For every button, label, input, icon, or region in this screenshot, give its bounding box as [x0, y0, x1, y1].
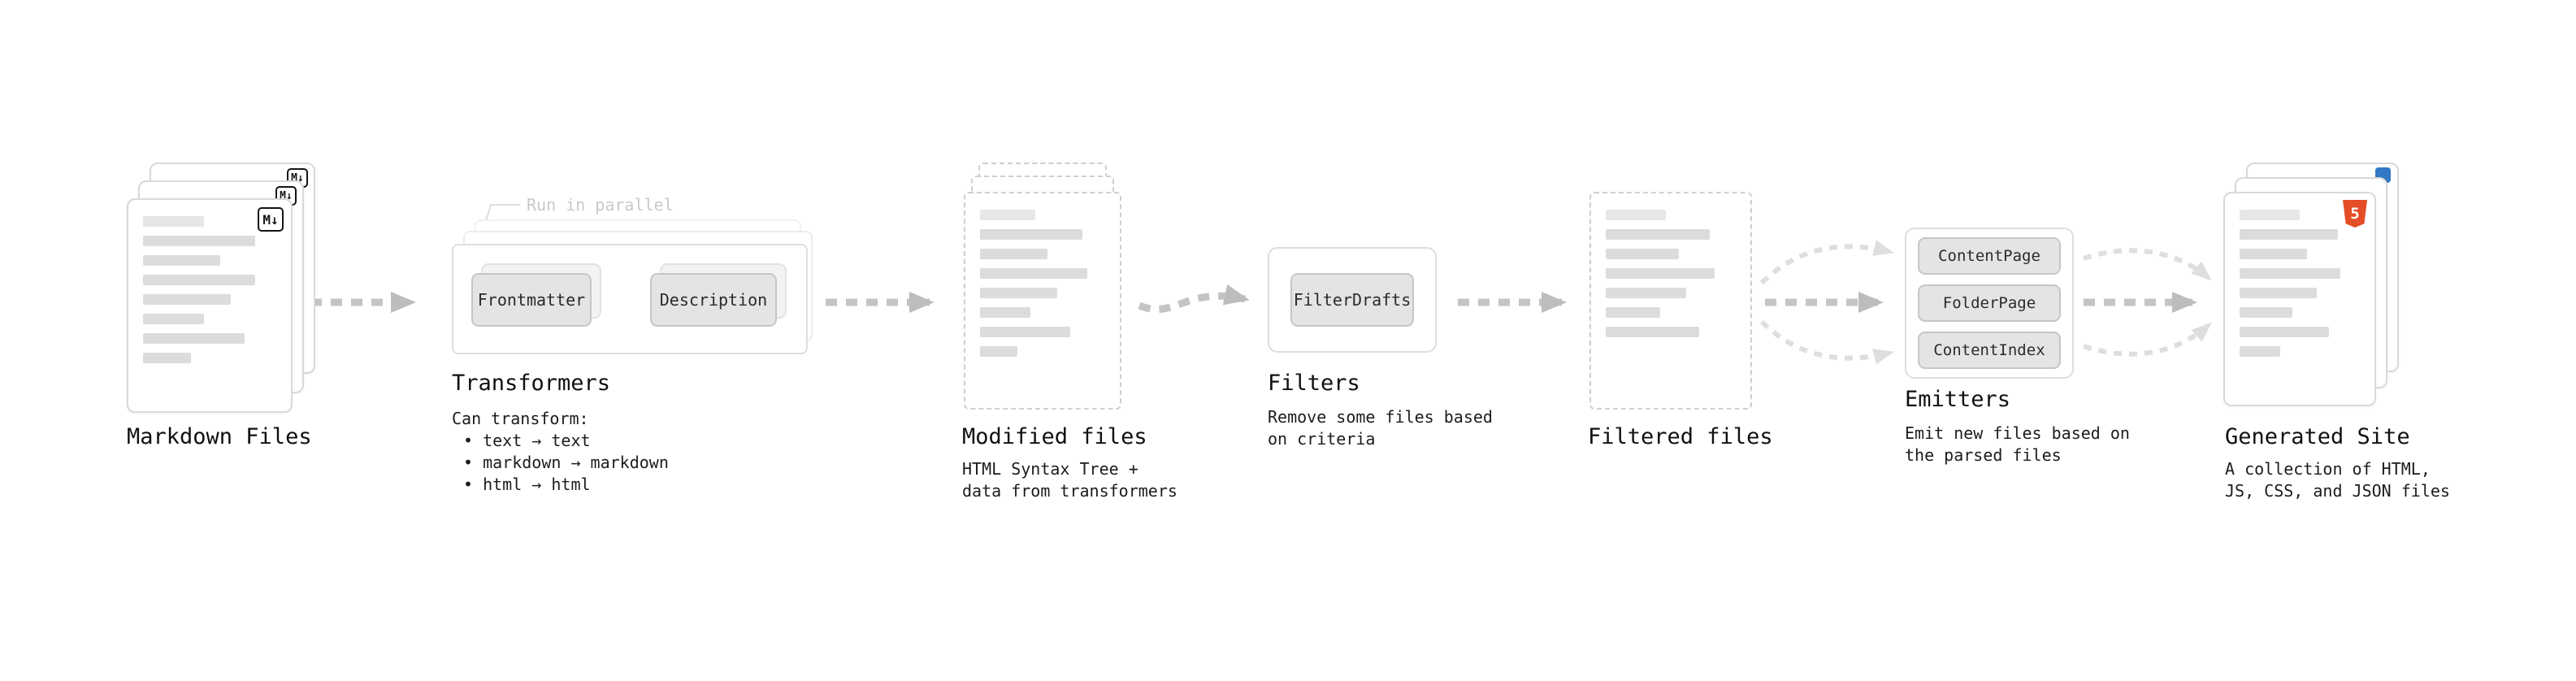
stage-label-filtered-files: Filtered files	[1588, 424, 1773, 449]
modified-files-caption: HTML Syntax Tree + data from transformer…	[962, 459, 1177, 501]
file-content-lines	[1591, 193, 1750, 354]
file-card-front: M↓	[127, 198, 293, 413]
modified-files-stack	[964, 163, 1136, 411]
dashed-file-front	[964, 192, 1121, 410]
file-line-bar	[980, 346, 1018, 357]
file-line-bar	[2240, 229, 2339, 240]
arrow-filtered-to-emitters-bottom	[1759, 319, 1894, 365]
file-line-bar	[2240, 346, 2281, 357]
file-line-bar	[980, 229, 1083, 240]
file-content-lines	[2225, 193, 2374, 373]
transformer-node-description: Description	[650, 273, 777, 327]
stage-label-modified-files: Modified files	[962, 424, 1147, 449]
file-line-bar	[980, 268, 1088, 279]
file-line-bar	[143, 255, 221, 266]
file-line-bar	[2240, 210, 2300, 220]
arrow-emitters-to-site-bottom	[2083, 322, 2212, 357]
emitter-node-contentindex: ContentIndex	[1918, 332, 2061, 369]
generated-site-caption: A collection of HTML, JS, CSS, and JSON …	[2225, 459, 2450, 501]
file-content-lines	[965, 193, 1120, 373]
generated-site-stack: 5	[2223, 163, 2400, 411]
arrow-emitters-to-site-top	[2083, 248, 2212, 281]
file-line-bar	[2240, 288, 2317, 298]
file-line-bar	[143, 216, 205, 227]
stage-label-transformers: Transformers	[452, 371, 611, 396]
stage-label-filters: Filters	[1268, 371, 1360, 396]
arrow-modified-to-filters	[1138, 284, 1250, 313]
file-line-bar	[1606, 327, 1700, 337]
file-line-bar	[2240, 307, 2293, 318]
file-line-bar	[980, 307, 1030, 318]
file-line-bar	[980, 288, 1058, 298]
markdown-files-stack: M↓ M↓ M↓	[127, 163, 317, 414]
file-line-bar	[2240, 327, 2329, 337]
file-line-bar	[1606, 268, 1715, 279]
emitter-node-folderpage: FolderPage	[1918, 284, 2061, 322]
file-line-bar	[143, 275, 255, 285]
emitter-node-contentpage: ContentPage	[1918, 237, 2061, 275]
file-line-bar	[2240, 268, 2341, 279]
stage-label-generated-site: Generated Site	[2225, 424, 2410, 449]
stage-label-emitters: Emitters	[1905, 387, 2011, 412]
arrow-filtered-to-emitters-top	[1759, 240, 1894, 285]
filtered-files-card	[1589, 192, 1752, 410]
file-line-bar	[1606, 288, 1687, 298]
file-line-bar	[980, 327, 1070, 337]
transformer-node-frontmatter: Frontmatter	[471, 273, 592, 327]
stage-label-markdown-files: Markdown Files	[127, 424, 312, 449]
file-line-bar	[2240, 249, 2307, 259]
file-line-bar	[1606, 307, 1661, 318]
file-line-bar	[143, 333, 245, 344]
file-line-bar	[143, 294, 232, 305]
html5-icon: 5	[2343, 200, 2367, 228]
file-line-bar	[980, 210, 1035, 220]
emitters-caption: Emit new files based on the parsed files	[1905, 423, 2130, 465]
filter-node-filterdrafts: FilterDrafts	[1290, 273, 1414, 327]
file-line-bar	[1606, 210, 1666, 220]
transformers-caption-title: Can transform:	[452, 409, 589, 428]
file-line-bar	[1606, 249, 1679, 259]
file-line-bar	[143, 353, 192, 363]
filters-caption: Remove some files based on criteria	[1268, 407, 1493, 449]
file-line-bar	[980, 249, 1048, 259]
transformers-bullet: • html → html	[463, 475, 591, 494]
file-card-front: 5	[2223, 192, 2376, 406]
file-line-bar	[143, 236, 255, 246]
transformers-bullet: • text → text	[463, 431, 591, 450]
run-in-parallel-annotation: Run in parallel	[527, 195, 674, 215]
transformers-bullet: • markdown → markdown	[463, 453, 669, 472]
file-line-bar	[1606, 229, 1710, 240]
markdown-icon: M↓	[258, 207, 284, 232]
file-content-lines	[128, 200, 291, 380]
file-line-bar	[143, 314, 205, 324]
